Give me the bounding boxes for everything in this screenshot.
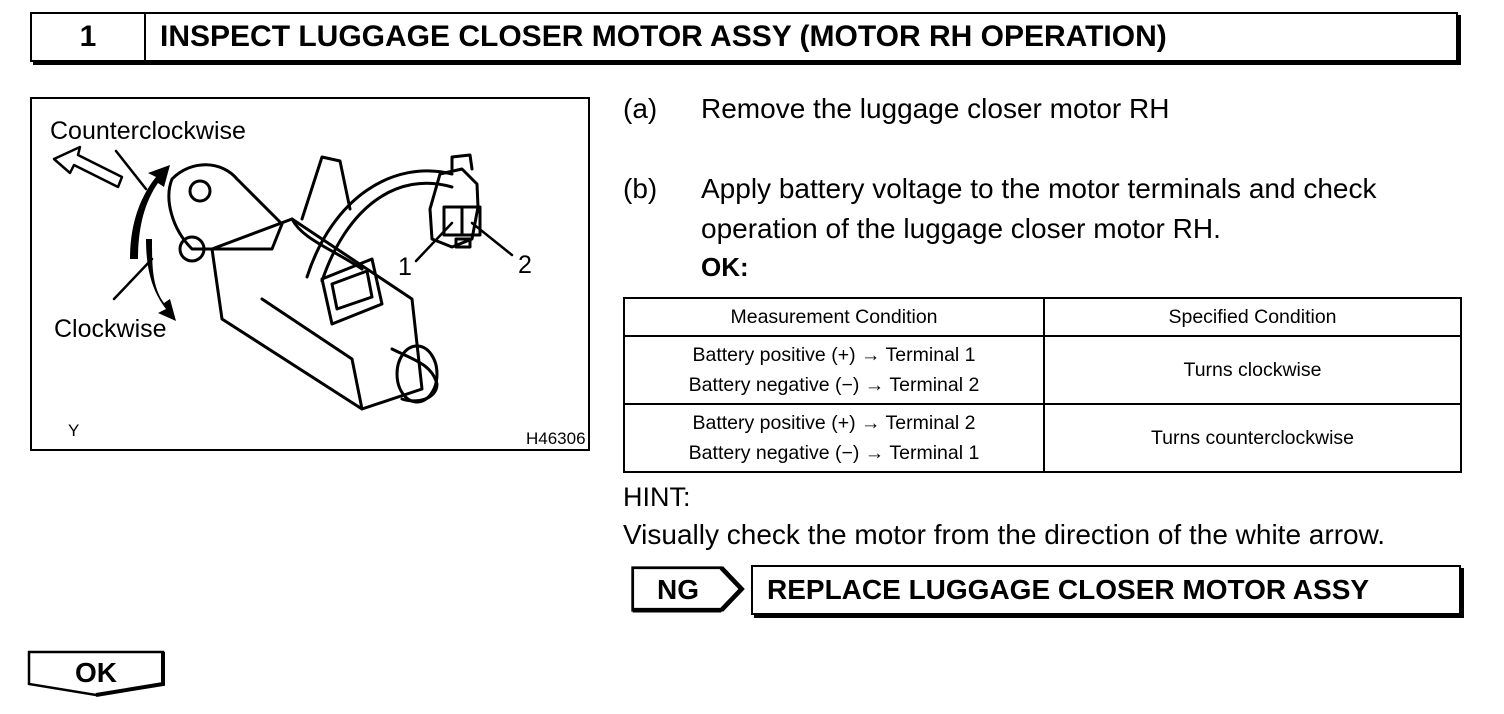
clockwise-label: Clockwise <box>54 315 167 343</box>
counterclockwise-label: Counterclockwise <box>50 117 246 145</box>
ng-arrow-box <box>631 566 745 613</box>
step-b-line-2: operation of the luggage closer motor RH… <box>701 213 1221 244</box>
result-cell: Turns counterclockwise <box>1043 403 1462 473</box>
condition-line: Battery negative (−) → Terminal 2 <box>688 374 980 396</box>
hint-label: HINT: <box>623 482 691 512</box>
step-number: 1 <box>32 14 146 60</box>
hint-text: Visually check the motor from the direct… <box>623 519 1386 550</box>
step-a-label: (a) <box>623 93 658 124</box>
ng-action: REPLACE LUGGAGE CLOSER MOTOR ASSY <box>751 565 1461 615</box>
table-row: Battery positive (+) → Terminal 1 Batter… <box>623 335 1462 405</box>
step-b-line-1: Apply battery voltage to the motor termi… <box>701 173 1377 204</box>
terminal-2-label: 2 <box>518 251 532 279</box>
step-b-label: (b) <box>623 173 658 204</box>
result-cell: Turns clockwise <box>1043 335 1462 405</box>
ng-label: NG <box>657 574 699 605</box>
table-row: Battery positive (+) → Terminal 2 Batter… <box>623 403 1462 473</box>
ok-spec-label: OK: <box>701 252 749 282</box>
step-header: 1 INSPECT LUGGAGE CLOSER MOTOR ASSY (MOT… <box>30 12 1458 62</box>
step-title: INSPECT LUGGAGE CLOSER MOTOR ASSY (MOTOR… <box>160 20 1167 53</box>
condition-line: Battery positive (+) → Terminal 1 <box>692 344 976 366</box>
condition-cell: Battery positive (+) → Terminal 2 Batter… <box>623 403 1045 473</box>
motor-drawing <box>52 145 514 411</box>
ok-next-label: OK <box>75 657 117 688</box>
terminal-1-label: 1 <box>398 253 412 281</box>
condition-cell: Battery positive (+) → Terminal 1 Batter… <box>623 335 1045 405</box>
condition-line: Battery negative (−) → Terminal 1 <box>688 442 980 464</box>
step-a-text: Remove the luggage closer motor RH <box>701 93 1170 124</box>
header-specified: Specified Condition <box>1043 297 1462 337</box>
header-measurement: Measurement Condition <box>623 297 1045 337</box>
motor-illustration: Counterclockwise Clockwise 1 2 Y H46306 <box>30 97 590 451</box>
figure-code: H46306 <box>526 429 586 448</box>
ok-arrow-box <box>27 650 165 697</box>
table-header-row: Measurement Condition Specified Conditio… <box>623 297 1462 337</box>
spec-table: Measurement Condition Specified Conditio… <box>623 297 1462 473</box>
corner-mark: Y <box>68 421 80 440</box>
condition-line: Battery positive (+) → Terminal 2 <box>692 412 976 434</box>
